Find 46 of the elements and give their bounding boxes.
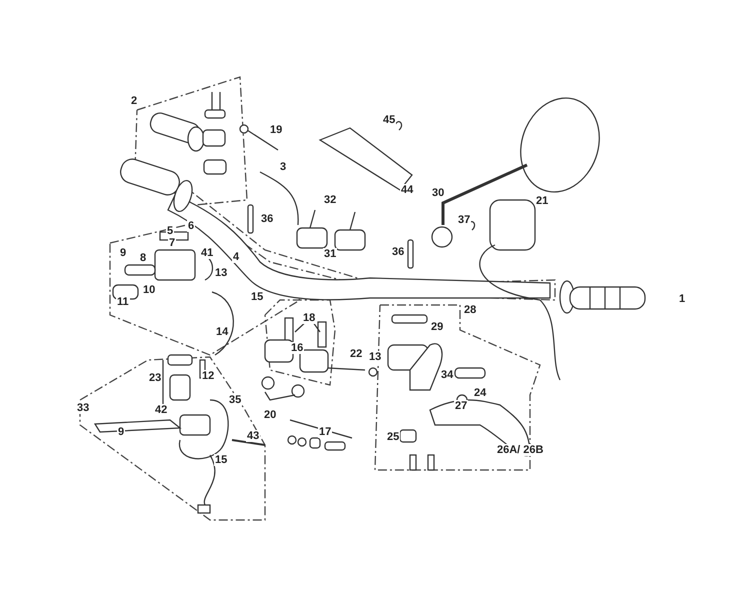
- callout-number: 8: [139, 252, 148, 264]
- callout-number: 1: [678, 293, 686, 305]
- callout-number: 6: [187, 220, 196, 232]
- callout-number: 16: [290, 342, 304, 354]
- callout-number: 31: [323, 248, 338, 260]
- callout-number: 32: [323, 194, 338, 206]
- callout-number: 37: [457, 214, 472, 226]
- callout-number: 13: [214, 267, 228, 279]
- callout-number: 45: [382, 114, 396, 126]
- callout-number: 7: [168, 237, 176, 249]
- callout-number: 14: [215, 326, 230, 338]
- callout-number: 19: [269, 124, 284, 136]
- callout-number: 15: [214, 454, 228, 466]
- callout-number: 36: [391, 246, 406, 258]
- callout-number: 22: [349, 348, 364, 360]
- callout-number: 9: [119, 247, 128, 259]
- callout-number: 18: [302, 312, 316, 324]
- callout-number: 4: [232, 251, 240, 263]
- callout-number: 30: [431, 187, 446, 199]
- callout-number: 17: [318, 426, 332, 438]
- callout-number: 23: [148, 372, 162, 384]
- callout-number: 25: [386, 431, 400, 443]
- callout-number: 27: [454, 400, 468, 412]
- callout-number: 5: [166, 225, 174, 237]
- callout-number: 9: [117, 426, 126, 438]
- callout-number: 26A/ 26B: [496, 444, 544, 456]
- callout-number: 20: [263, 409, 278, 421]
- callout-number: 35: [228, 394, 242, 406]
- callout-number: 34: [440, 369, 454, 381]
- callout-number: 33: [76, 402, 90, 414]
- callout-number: 42: [154, 404, 168, 416]
- callout-number: 44: [400, 184, 414, 196]
- callout-number: 29: [430, 321, 444, 333]
- callout-number: 43: [246, 430, 260, 442]
- callout-number: 12: [201, 370, 216, 382]
- callout-number: 3: [279, 161, 288, 173]
- callout-number: 36: [260, 213, 274, 225]
- callout-number: 2: [130, 95, 138, 107]
- callout-number: 24: [473, 387, 488, 399]
- callout-number: 28: [463, 304, 478, 316]
- callout-number: 21: [535, 195, 550, 207]
- callout-number: 15: [250, 291, 264, 303]
- callout-number: 41: [200, 247, 214, 259]
- callout-number: 13: [368, 351, 382, 363]
- callout-number: 10: [142, 284, 156, 296]
- callout-number: 11: [116, 296, 130, 308]
